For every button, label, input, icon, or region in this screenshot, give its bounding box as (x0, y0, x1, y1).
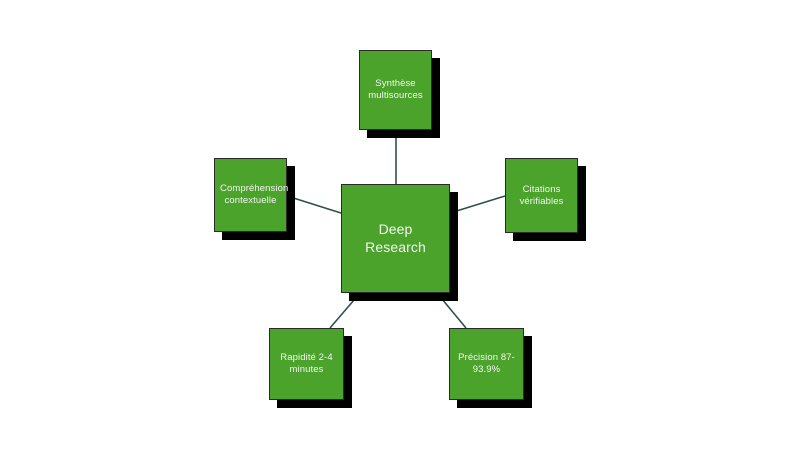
node-deep-research[interactable]: Deep Research (341, 184, 450, 293)
node-comprehension-contextuelle[interactable]: Compréhension contextuelle (214, 158, 289, 232)
node-citations-verifiables[interactable]: Citations vérifiables (505, 158, 578, 233)
edge-center-right (449, 195, 506, 214)
node-synthese-multisources[interactable]: Synthèse multisources (359, 50, 432, 130)
node-label-citations-verifiables: Citations vérifiables (519, 183, 564, 207)
edge-center-left (286, 195, 342, 214)
edge-center-bottom-right (436, 292, 467, 329)
node-label-synthese-multisources: Synthèse multisources (368, 78, 423, 101)
node-label-rapidite-2-4-minutes: Rapidité 2-4 minutes (280, 352, 333, 375)
edge-center-bottom-left (329, 292, 361, 329)
node-label-precision-87-93-9: Précision 87- 93.9% (458, 352, 515, 375)
node-rapidite-2-4-minutes[interactable]: Rapidité 2-4 minutes (269, 328, 344, 400)
node-label-comprehension-contextuelle: Compréhension contextuelle (220, 183, 289, 206)
node-precision-87-93-9[interactable]: Précision 87- 93.9% (449, 328, 524, 400)
node-label-deep-research: Deep Research (365, 221, 426, 255)
